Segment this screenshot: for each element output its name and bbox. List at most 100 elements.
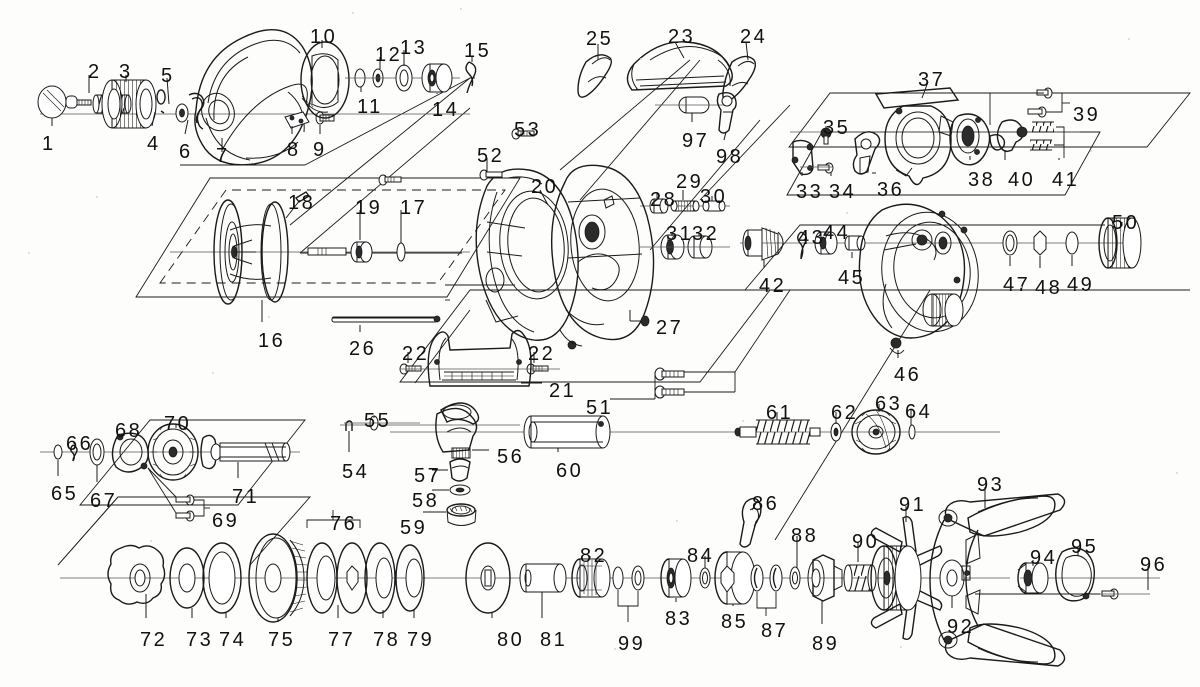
paper-speck [676, 520, 678, 522]
part-label-79: 79 [407, 629, 435, 651]
paper-speck [352, 12, 354, 14]
part-label-60: 60 [556, 460, 584, 482]
part-label-48: 48 [1035, 277, 1063, 299]
part-label-87: 87 [761, 620, 789, 642]
part-label-56: 56 [497, 446, 525, 468]
part-label-84: 84 [687, 545, 715, 567]
part-label-34: 34 [829, 181, 857, 203]
paper-speck [640, 58, 642, 60]
part-label-19: 19 [355, 197, 383, 219]
part-label-88: 88 [791, 525, 819, 547]
part-label-75: 75 [268, 629, 296, 651]
part-label-55: 55 [364, 410, 392, 432]
part-label-11: 11 [357, 96, 383, 118]
part-label-62: 62 [831, 402, 859, 424]
part-label-70: 70 [164, 413, 192, 435]
part-label-39: 39 [1073, 104, 1101, 126]
paper-speck [742, 420, 744, 422]
part-label-80: 80 [497, 629, 525, 651]
part-label-78: 78 [373, 629, 401, 651]
part-label-59: 59 [400, 517, 428, 539]
paper-speck [1020, 286, 1022, 288]
part-label-25: 25 [586, 28, 614, 50]
part-label-66: 66 [66, 433, 94, 455]
part-label-63: 63 [875, 393, 903, 415]
part-label-16: 16 [258, 330, 286, 352]
part-label-8: 8 [287, 139, 301, 161]
part-label-92: 92 [947, 616, 975, 638]
part-label-72: 72 [140, 629, 168, 651]
paper-speck [846, 212, 848, 214]
part-label-38: 38 [968, 169, 996, 191]
part-label-10: 10 [310, 26, 338, 48]
part-label-69: 69 [212, 510, 240, 532]
part-label-1: 1 [42, 133, 56, 155]
part-label-93: 93 [977, 474, 1005, 496]
part-label-90: 90 [852, 531, 880, 553]
part-label-67: 67 [90, 490, 118, 512]
part-label-13: 13 [400, 37, 428, 59]
part-label-94: 94 [1030, 547, 1058, 569]
part-label-74: 74 [219, 629, 247, 651]
part-label-3: 3 [119, 61, 133, 83]
paper-speck [1128, 38, 1130, 40]
part-label-33: 33 [796, 181, 824, 203]
paper-speck [1090, 150, 1092, 152]
part-label-36: 36 [877, 179, 905, 201]
part-label-47: 47 [1003, 274, 1031, 296]
part-label-26: 26 [349, 338, 377, 360]
part-label-42: 42 [759, 275, 787, 297]
part-label-27: 27 [656, 317, 684, 339]
part-label-76: 76 [330, 513, 358, 535]
part-label-71: 71 [232, 486, 260, 508]
part-label-37: 37 [918, 69, 946, 91]
part-label-30: 30 [700, 186, 728, 208]
part-label-98: 98 [716, 146, 744, 168]
paper-speck [614, 648, 616, 650]
paper-speck [212, 372, 214, 374]
paper-speck [150, 540, 152, 542]
part-label-24: 24 [740, 26, 768, 48]
paper-speck [268, 316, 270, 318]
part-label-91: 91 [899, 494, 927, 516]
part-label-52: 52 [477, 145, 505, 167]
part-label-61: 61 [766, 402, 794, 424]
part-label-50: 50 [1112, 212, 1140, 234]
part-label-31: 31 [666, 223, 694, 245]
part-label-68: 68 [115, 420, 143, 442]
part-label-2: 2 [88, 61, 102, 83]
part-label-95: 95 [1071, 536, 1099, 558]
part-label-64: 64 [905, 401, 933, 423]
part-label-85: 85 [721, 611, 749, 633]
part-label-22: 22 [528, 343, 556, 365]
part-label-54: 54 [342, 461, 370, 483]
part-label-15: 15 [464, 40, 492, 62]
part-label-53: 53 [514, 119, 542, 141]
part-label-65: 65 [51, 483, 79, 505]
part-label-73: 73 [186, 629, 214, 651]
part-label-5: 5 [161, 65, 175, 87]
part-label-23: 23 [668, 26, 696, 48]
paper-speck [1176, 472, 1178, 474]
part-label-21: 21 [549, 380, 577, 402]
paper-speck [96, 196, 98, 198]
part-label-14: 14 [432, 99, 460, 121]
part-label-99: 99 [618, 633, 646, 655]
part-label-4: 4 [147, 133, 161, 155]
part-label-82: 82 [580, 545, 608, 567]
part-label-12: 12 [375, 44, 403, 66]
part-label-41: 41 [1052, 169, 1080, 191]
paper-speck [560, 292, 562, 294]
part-label-96: 96 [1140, 554, 1168, 576]
part-label-35: 35 [823, 117, 851, 139]
part-label-28: 28 [650, 189, 678, 211]
part-label-97: 97 [682, 130, 710, 152]
paper-speck [28, 252, 30, 254]
part-label-77: 77 [328, 629, 356, 651]
part-label-46: 46 [894, 364, 922, 386]
part-label-20: 20 [531, 176, 559, 198]
paper-speck [460, 8, 462, 10]
part-label-81: 81 [540, 629, 568, 651]
